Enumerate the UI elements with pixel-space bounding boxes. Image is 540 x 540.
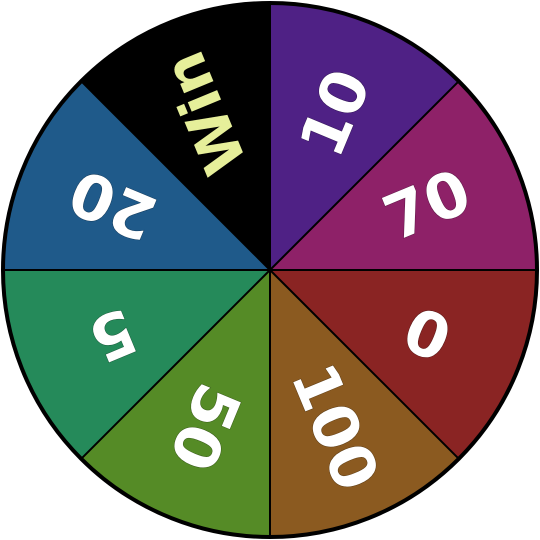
wheel-divider <box>80 80 271 271</box>
wheel-segment-50[interactable] <box>81 270 271 537</box>
wheel-divider <box>269 269 460 460</box>
wheel-segment-0[interactable] <box>270 270 537 459</box>
wheel-segment-10[interactable] <box>270 3 459 270</box>
wheel-segment-100[interactable] <box>270 270 459 537</box>
wheel-divider <box>80 269 271 460</box>
wheel-segment-20[interactable] <box>3 81 270 271</box>
wheel-segment-win[interactable] <box>81 3 271 270</box>
wheel-segment-5[interactable] <box>3 270 270 459</box>
wheel-segment-70[interactable] <box>270 81 537 271</box>
wheel-divider <box>269 80 460 271</box>
